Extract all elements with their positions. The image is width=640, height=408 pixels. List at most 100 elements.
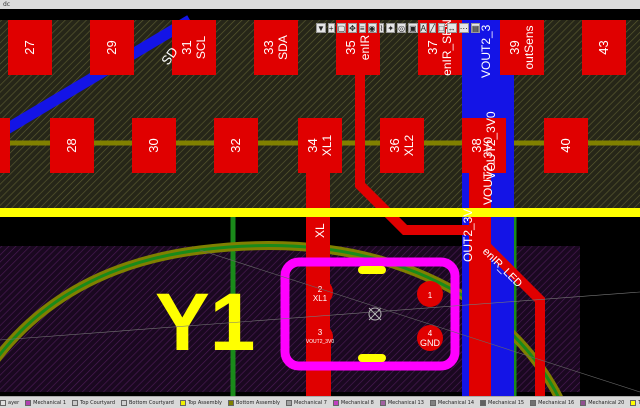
layer-color-swatch — [25, 399, 32, 406]
y1-designator: Y1 — [155, 277, 255, 368]
layer-tab-label: Mechanical 7 — [294, 399, 327, 406]
pad-top-27[interactable]: 27 — [8, 20, 52, 75]
y1-pad-4[interactable]: 4 GND — [417, 325, 443, 351]
pad-bottom-32[interactable]: 32 — [214, 118, 258, 173]
layer-color-swatch — [379, 399, 386, 406]
more-icon[interactable]: ⋯ — [458, 23, 469, 33]
pad-top-29[interactable]: 29 — [90, 20, 134, 75]
bulb-icon[interactable]: ✦ — [386, 23, 396, 33]
window-tab-strip[interactable]: dc — [0, 0, 640, 9]
pad-bottom-32-num: 32 — [228, 138, 243, 152]
layer-tab[interactable]: ayer — [0, 399, 19, 406]
layer-tab[interactable]: Mechanical 20 — [580, 399, 625, 406]
pad-bottom-34-num: 34 — [305, 138, 320, 152]
layer-tab[interactable]: Mechanical 15 — [480, 399, 525, 406]
layer-color-swatch — [630, 399, 637, 406]
filter-icon[interactable]: ▼ — [316, 23, 326, 33]
y1-marker-top — [358, 266, 386, 274]
layer-tab-label: Mechanical 16 — [538, 399, 575, 406]
layer-tab[interactable]: Top Assembly — [179, 399, 222, 406]
pad-bottom-28[interactable]: 28 — [50, 118, 94, 173]
y1-pad-3-num: 3 — [318, 328, 323, 337]
tab-fragment: dc — [3, 1, 11, 8]
label-xl: XL — [313, 223, 327, 238]
pad-bottom-36-num: 36 — [387, 138, 402, 152]
y1-pad-1[interactable]: 1 — [417, 281, 443, 307]
pad-top-27-num: 27 — [22, 40, 37, 54]
place-icon[interactable]: ◉ — [367, 23, 377, 33]
layer-color-swatch — [179, 399, 186, 406]
pad-bottom-40[interactable]: 40 — [544, 118, 588, 173]
pad-bottom-30[interactable]: 30 — [132, 118, 176, 173]
move-icon[interactable]: ✥ — [348, 23, 357, 33]
layer-tab[interactable]: Mechanical 13 — [379, 399, 424, 406]
label-vout-col: VOUT2_3V0 — [481, 137, 495, 205]
shape-icon[interactable]: □ — [437, 23, 445, 33]
layer-color-swatch — [530, 399, 537, 406]
y1-marker-bottom — [358, 354, 386, 362]
pad-bottom-38-net: VOUT2_3V0 — [484, 111, 498, 179]
pad-top-39-net: outSens — [522, 25, 536, 69]
line-icon[interactable]: ╱ — [429, 23, 436, 33]
layer-color-swatch — [227, 399, 234, 406]
layer-tab-label: Mechanical 1 — [33, 399, 67, 406]
active-bar-toolbar: ▼+▢✥≡◉⌇✦◎▣A╱□↔⋯▦ — [316, 22, 481, 34]
via-icon[interactable]: ◎ — [397, 23, 407, 33]
layer-color-swatch — [0, 399, 6, 406]
pad-top-39-num: 39 — [507, 40, 522, 54]
pad-top-43[interactable]: 43 — [582, 20, 626, 75]
pad-top-31-num: 31 — [179, 40, 194, 54]
dimension-icon[interactable]: ↔ — [446, 23, 457, 33]
y1-pad-4-net: GND — [420, 338, 441, 348]
layer-tab[interactable]: Bottom Assembly — [227, 399, 281, 406]
pad-bottom-edge[interactable] — [0, 118, 10, 173]
align-icon[interactable]: ≡ — [358, 23, 366, 33]
trace-sd — [0, 15, 193, 138]
layer-tab[interactable]: Mechanical 7 — [286, 399, 327, 406]
layer-tab[interactable]: Mechanical 8 — [332, 399, 374, 406]
pad-top-35-num: 35 — [343, 40, 358, 54]
layer-tab[interactable]: Bottom Courtyard — [121, 399, 174, 406]
route-icon[interactable]: ⌇ — [378, 23, 385, 33]
y1-pad-2[interactable]: 2 XL1 — [307, 279, 333, 305]
layer-color-swatch — [480, 399, 487, 406]
pad-top-35-net: enIR — [358, 34, 372, 60]
layer-color-swatch — [332, 399, 339, 406]
layer-tab-label: Top Courtyard — [80, 399, 115, 406]
select-icon[interactable]: ▢ — [336, 23, 347, 33]
text-icon[interactable]: A — [419, 23, 428, 33]
y1-pad-2-net: XL1 — [313, 294, 328, 303]
plus-icon[interactable]: + — [327, 23, 335, 33]
layer-tab[interactable]: Mechanical 1 — [25, 399, 67, 406]
layer-tab-label: Bottom Courtyard — [129, 399, 174, 406]
layer-tab-label: Mechanical 20 — [588, 399, 625, 406]
y1-pad-1-num: 1 — [428, 291, 433, 300]
pad-top-31-net: SCL — [194, 36, 208, 60]
pad-top-33-net: SDA — [276, 35, 290, 60]
trace-enir-led — [355, 70, 545, 396]
layer-tab[interactable]: Mechanical 16 — [530, 399, 575, 406]
label-vout-low: OUT2_3V — [461, 209, 475, 262]
pad-top-43-num: 43 — [596, 40, 611, 54]
layer-tab-label: Bottom Assembly — [235, 399, 281, 406]
pad-icon[interactable]: ▣ — [408, 23, 418, 33]
layer-tab[interactable]: Top Overlay — [630, 399, 640, 406]
layer-tab[interactable]: Top Courtyard — [72, 399, 115, 406]
y1-pad-3[interactable]: 3 VOUT2_3V0 — [306, 324, 335, 350]
y1-pad-2-num: 2 — [318, 285, 323, 294]
pad-top-29-num: 29 — [104, 40, 119, 54]
layer-tabs-bar: ayer Mechanical 1 Top Courtyard Bottom Cour… — [0, 396, 640, 408]
pad-bottom-30-num: 30 — [146, 138, 161, 152]
layer-tab-label: Mechanical 13 — [387, 399, 424, 406]
grid-icon[interactable]: ▦ — [470, 23, 481, 33]
layer-tab-label: Mechanical 15 — [488, 399, 525, 406]
layer-tab[interactable]: Mechanical 14 — [429, 399, 474, 406]
